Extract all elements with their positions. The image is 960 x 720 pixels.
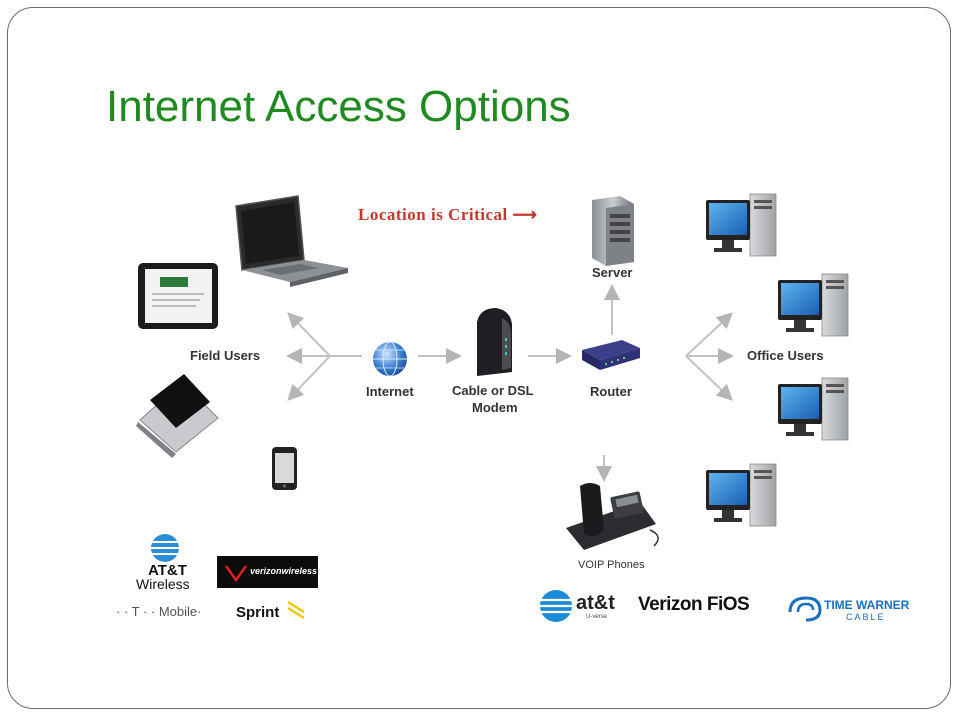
field-users-label: Field Users <box>190 348 261 363</box>
att-wireless-logo <box>151 534 179 562</box>
phone-icon <box>272 447 297 490</box>
att-uverse-logo <box>540 590 572 622</box>
modem-label-line1: Cable or DSL <box>452 383 534 398</box>
att-uverse-subtext: U-verse <box>586 614 608 620</box>
time-warner-text-2: CABLE <box>846 612 886 622</box>
desktop-computer-icon <box>778 377 849 441</box>
sprint-text: Sprint <box>236 604 280 621</box>
callout-arrow-icon: ⟶ <box>512 205 538 224</box>
voip-phone-icon <box>566 483 659 550</box>
sprint-logo <box>287 600 305 620</box>
modem-label-line2: Modem <box>472 400 518 415</box>
desktop-computer-icon <box>706 463 777 527</box>
voip-phones-label: VOIP Phones <box>578 559 645 571</box>
callout-text: Location is Critical <box>358 205 508 224</box>
time-warner-text-1: TIME WARNER <box>824 598 910 612</box>
location-critical-callout: Location is Critical ⟶ <box>358 205 537 225</box>
slide-title: Internet Access Options <box>106 82 571 131</box>
time-warner-logo <box>788 596 822 622</box>
globe-icon <box>373 341 407 377</box>
server-label: Server <box>592 265 633 280</box>
connector-arrows <box>286 284 734 482</box>
internet-label: Internet <box>366 384 414 399</box>
modem-icon <box>477 308 512 376</box>
router-icon <box>582 340 640 370</box>
tablet-icon <box>138 263 218 329</box>
verizon-wireless-logo <box>217 556 318 588</box>
verizon-wireless-text: verizonwireless <box>250 566 318 576</box>
att-wireless-text-2: Wireless <box>136 576 190 592</box>
router-label: Router <box>590 384 632 399</box>
convertible-laptop-icon <box>136 374 219 458</box>
att-uverse-text: at&t <box>576 592 615 614</box>
att-wireless-text-1: AT&T <box>148 562 187 579</box>
tmobile-text: · · T · · Mobile· <box>116 604 202 619</box>
laptop-icon <box>235 195 348 287</box>
server-icon <box>592 196 634 266</box>
office-users-label: Office Users <box>747 348 824 363</box>
verizon-fios-text: Verizon FiOS <box>638 594 750 615</box>
desktop-computer-icon <box>778 273 849 337</box>
desktop-computer-icon <box>706 193 777 257</box>
